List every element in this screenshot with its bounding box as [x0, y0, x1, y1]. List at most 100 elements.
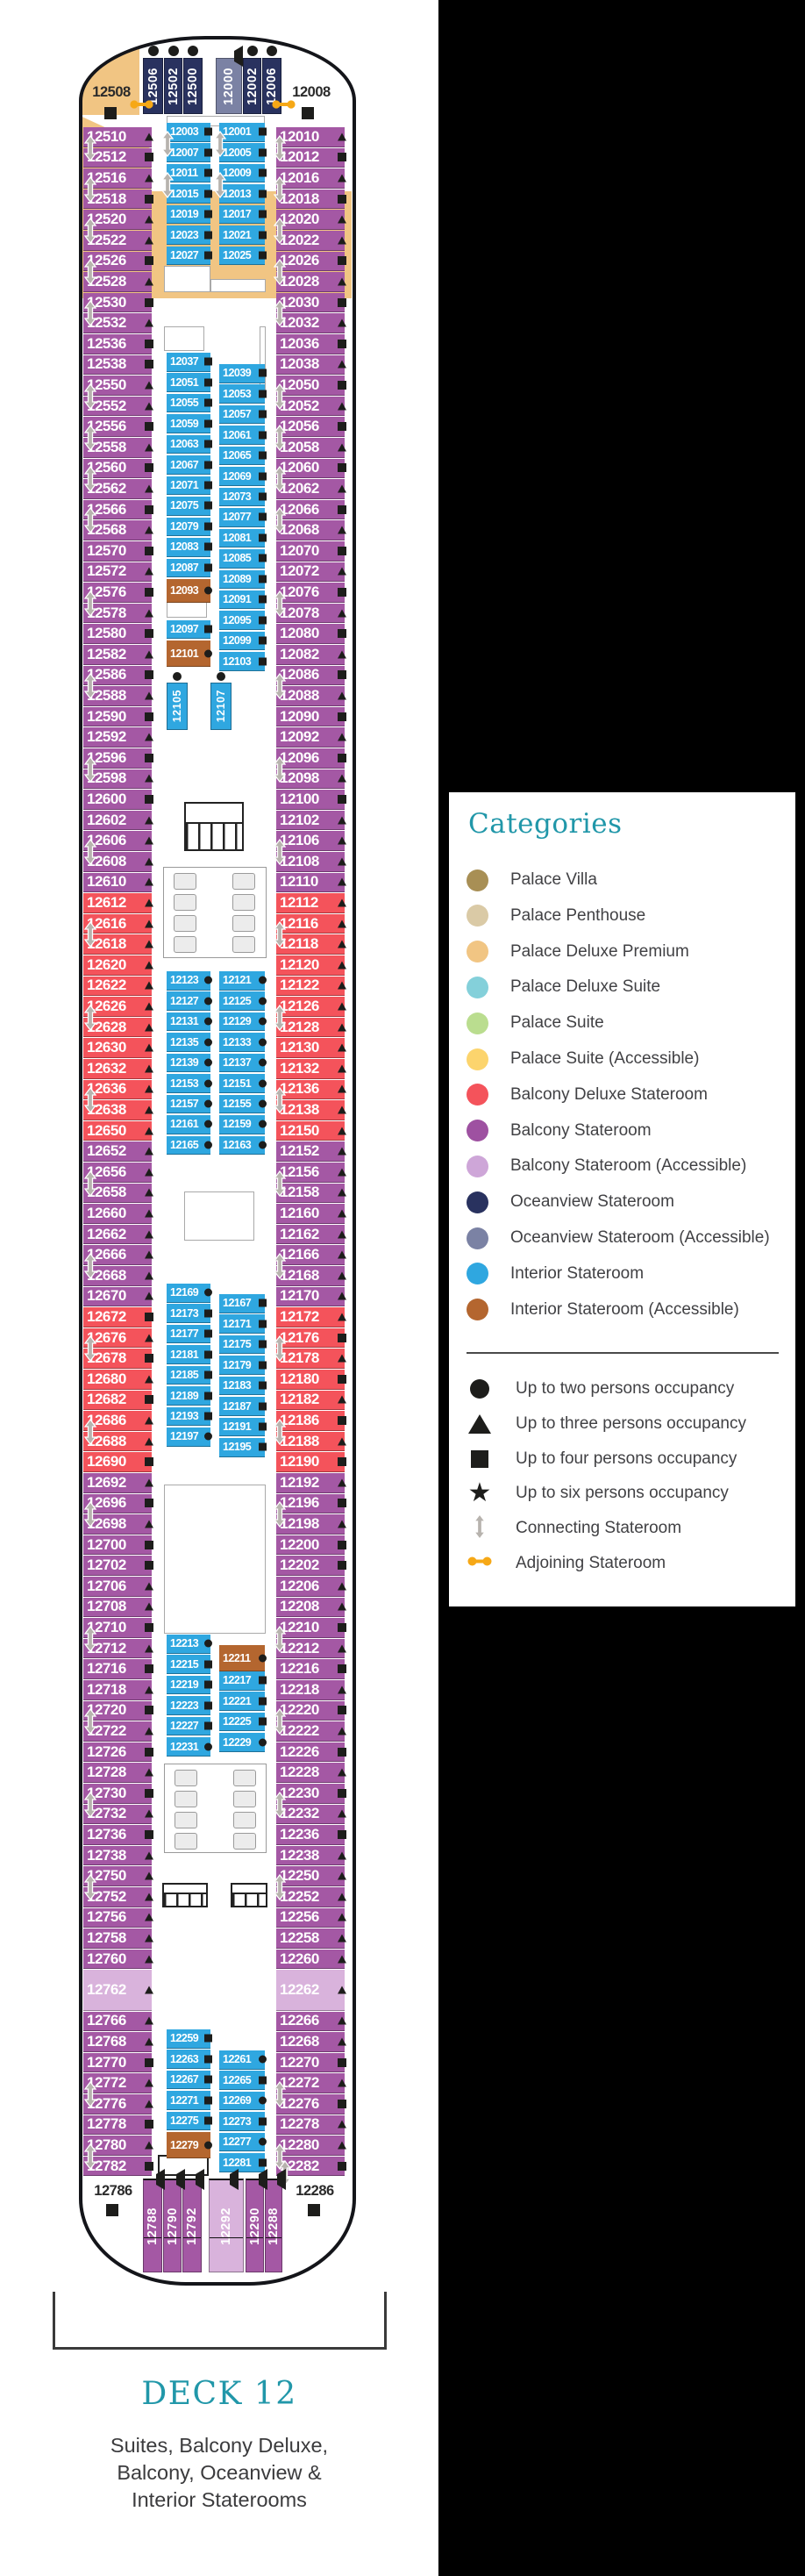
cabin-12003[interactable]: 12003 [167, 123, 212, 142]
cabin-12782[interactable]: 12782 [83, 2156, 153, 2177]
cabin-12258[interactable]: 12258 [276, 1928, 346, 1949]
cabin-12071[interactable]: 12071 [167, 476, 212, 496]
cabin-12510[interactable]: 12510 [83, 127, 153, 147]
cabin-12136[interactable]: 12136 [276, 1079, 346, 1100]
cabin-12105[interactable]: 12105 [167, 683, 188, 730]
cabin-12612[interactable]: 12612 [83, 893, 153, 913]
cabin-12712[interactable]: 12712 [83, 1638, 153, 1659]
cabin-12580[interactable]: 12580 [83, 624, 153, 644]
cabin-12220[interactable]: 12220 [276, 1700, 346, 1721]
cabin-12069[interactable]: 12069 [219, 467, 267, 486]
cabin-12288[interactable]: 12288 [265, 2179, 282, 2272]
cabin-12138[interactable]: 12138 [276, 1100, 346, 1120]
cabin-12175[interactable]: 12175 [219, 1335, 267, 1355]
cabin-12182[interactable]: 12182 [276, 1390, 346, 1411]
cabin-12626[interactable]: 12626 [83, 997, 153, 1017]
cabin-12502[interactable]: 12502 [164, 58, 182, 114]
cabin-12227[interactable]: 12227 [167, 1716, 212, 1736]
cabin-12230[interactable]: 12230 [276, 1784, 346, 1804]
cabin-12270[interactable]: 12270 [276, 2052, 346, 2073]
cabin-12278[interactable]: 12278 [276, 2114, 346, 2136]
cabin-12756[interactable]: 12756 [83, 1907, 153, 1928]
cabin-12056[interactable]: 12056 [276, 417, 346, 437]
cabin-12017[interactable]: 12017 [219, 204, 267, 225]
cabin-12217[interactable]: 12217 [219, 1671, 267, 1691]
cabin-12070[interactable]: 12070 [276, 541, 346, 562]
cabin-12162[interactable]: 12162 [276, 1224, 346, 1245]
cabin-12776[interactable]: 12776 [83, 2094, 153, 2114]
cabin-12226[interactable]: 12226 [276, 1742, 346, 1763]
cabin-12077[interactable]: 12077 [219, 508, 267, 527]
cabin-12238[interactable]: 12238 [276, 1845, 346, 1866]
cabin-12165[interactable]: 12165 [167, 1135, 212, 1156]
cabin-12752[interactable]: 12752 [83, 1887, 153, 1907]
cabin-12260[interactable]: 12260 [276, 1949, 346, 1970]
cabin-12273[interactable]: 12273 [219, 2112, 267, 2131]
cabin-12176[interactable]: 12176 [276, 1327, 346, 1349]
cabin-12578[interactable]: 12578 [83, 603, 153, 624]
cabin-12696[interactable]: 12696 [83, 1493, 153, 1514]
cabin-12173[interactable]: 12173 [167, 1304, 212, 1323]
cabin-12686[interactable]: 12686 [83, 1411, 153, 1431]
cabin-12598[interactable]: 12598 [83, 769, 153, 790]
cabin-12512[interactable]: 12512 [83, 147, 153, 168]
cabin-12668[interactable]: 12668 [83, 1266, 153, 1286]
cabin-12039[interactable]: 12039 [219, 364, 267, 383]
cabin-12011[interactable]: 12011 [167, 163, 212, 183]
cabin-12052[interactable]: 12052 [276, 396, 346, 417]
cabin-12195[interactable]: 12195 [219, 1438, 267, 1457]
cabin-12221[interactable]: 12221 [219, 1692, 267, 1711]
cabin-12036[interactable]: 12036 [276, 334, 346, 354]
cabin-12259[interactable]: 12259 [167, 2029, 212, 2049]
cabin-12211[interactable]: 12211 [219, 1645, 267, 1671]
cabin-12213[interactable]: 12213 [167, 1635, 212, 1654]
cabin-12023[interactable]: 12023 [167, 225, 212, 245]
cabin-12702[interactable]: 12702 [83, 1556, 153, 1576]
cabin-12172[interactable]: 12172 [276, 1307, 346, 1327]
cabin-12606[interactable]: 12606 [83, 831, 153, 851]
cabin-12616[interactable]: 12616 [83, 913, 153, 934]
cabin-12790[interactable]: 12790 [163, 2179, 182, 2272]
cabin-12788[interactable]: 12788 [143, 2179, 162, 2272]
cabin-12760[interactable]: 12760 [83, 1949, 153, 1970]
cabin-12180[interactable]: 12180 [276, 1370, 346, 1390]
cabin-12139[interactable]: 12139 [167, 1053, 212, 1073]
cabin-12107[interactable]: 12107 [210, 683, 232, 730]
cabin-12277[interactable]: 12277 [219, 2132, 267, 2152]
cabin-12007[interactable]: 12007 [167, 143, 212, 162]
cabin-12636[interactable]: 12636 [83, 1079, 153, 1100]
cabin-12010[interactable]: 12010 [276, 127, 346, 147]
cabin-12218[interactable]: 12218 [276, 1680, 346, 1700]
cabin-12063[interactable]: 12063 [167, 434, 212, 454]
cabin-12112[interactable]: 12112 [276, 893, 346, 913]
cabin-12009[interactable]: 12009 [219, 163, 267, 183]
cabin-12097[interactable]: 12097 [167, 619, 212, 640]
cabin-12708[interactable]: 12708 [83, 1597, 153, 1618]
cabin-12556[interactable]: 12556 [83, 417, 153, 437]
cabin-12718[interactable]: 12718 [83, 1680, 153, 1700]
cabin-12658[interactable]: 12658 [83, 1183, 153, 1204]
cabin-12722[interactable]: 12722 [83, 1721, 153, 1742]
cabin-12223[interactable]: 12223 [167, 1696, 212, 1715]
cabin-12570[interactable]: 12570 [83, 541, 153, 562]
cabin-12016[interactable]: 12016 [276, 168, 346, 189]
cabin-12169[interactable]: 12169 [167, 1284, 212, 1303]
cabin-12090[interactable]: 12090 [276, 706, 346, 727]
cabin-12088[interactable]: 12088 [276, 686, 346, 706]
cabin-12256[interactable]: 12256 [276, 1907, 346, 1928]
cabin-12666[interactable]: 12666 [83, 1245, 153, 1265]
cabin-12171[interactable]: 12171 [219, 1314, 267, 1334]
cabin-12528[interactable]: 12528 [83, 272, 153, 292]
cabin-12193[interactable]: 12193 [167, 1406, 212, 1427]
cabin-12279[interactable]: 12279 [167, 2132, 212, 2159]
cabin-12101[interactable]: 12101 [167, 640, 212, 668]
cabin-12600[interactable]: 12600 [83, 790, 153, 810]
cabin-12506[interactable]: 12506 [143, 58, 163, 114]
cabin-12662[interactable]: 12662 [83, 1224, 153, 1245]
cabin-12185[interactable]: 12185 [167, 1365, 212, 1385]
cabin-12187[interactable]: 12187 [219, 1397, 267, 1416]
cabin-12100[interactable]: 12100 [276, 790, 346, 810]
cabin-12091[interactable]: 12091 [219, 590, 267, 610]
cabin-12588[interactable]: 12588 [83, 686, 153, 706]
cabin-12586[interactable]: 12586 [83, 665, 153, 686]
